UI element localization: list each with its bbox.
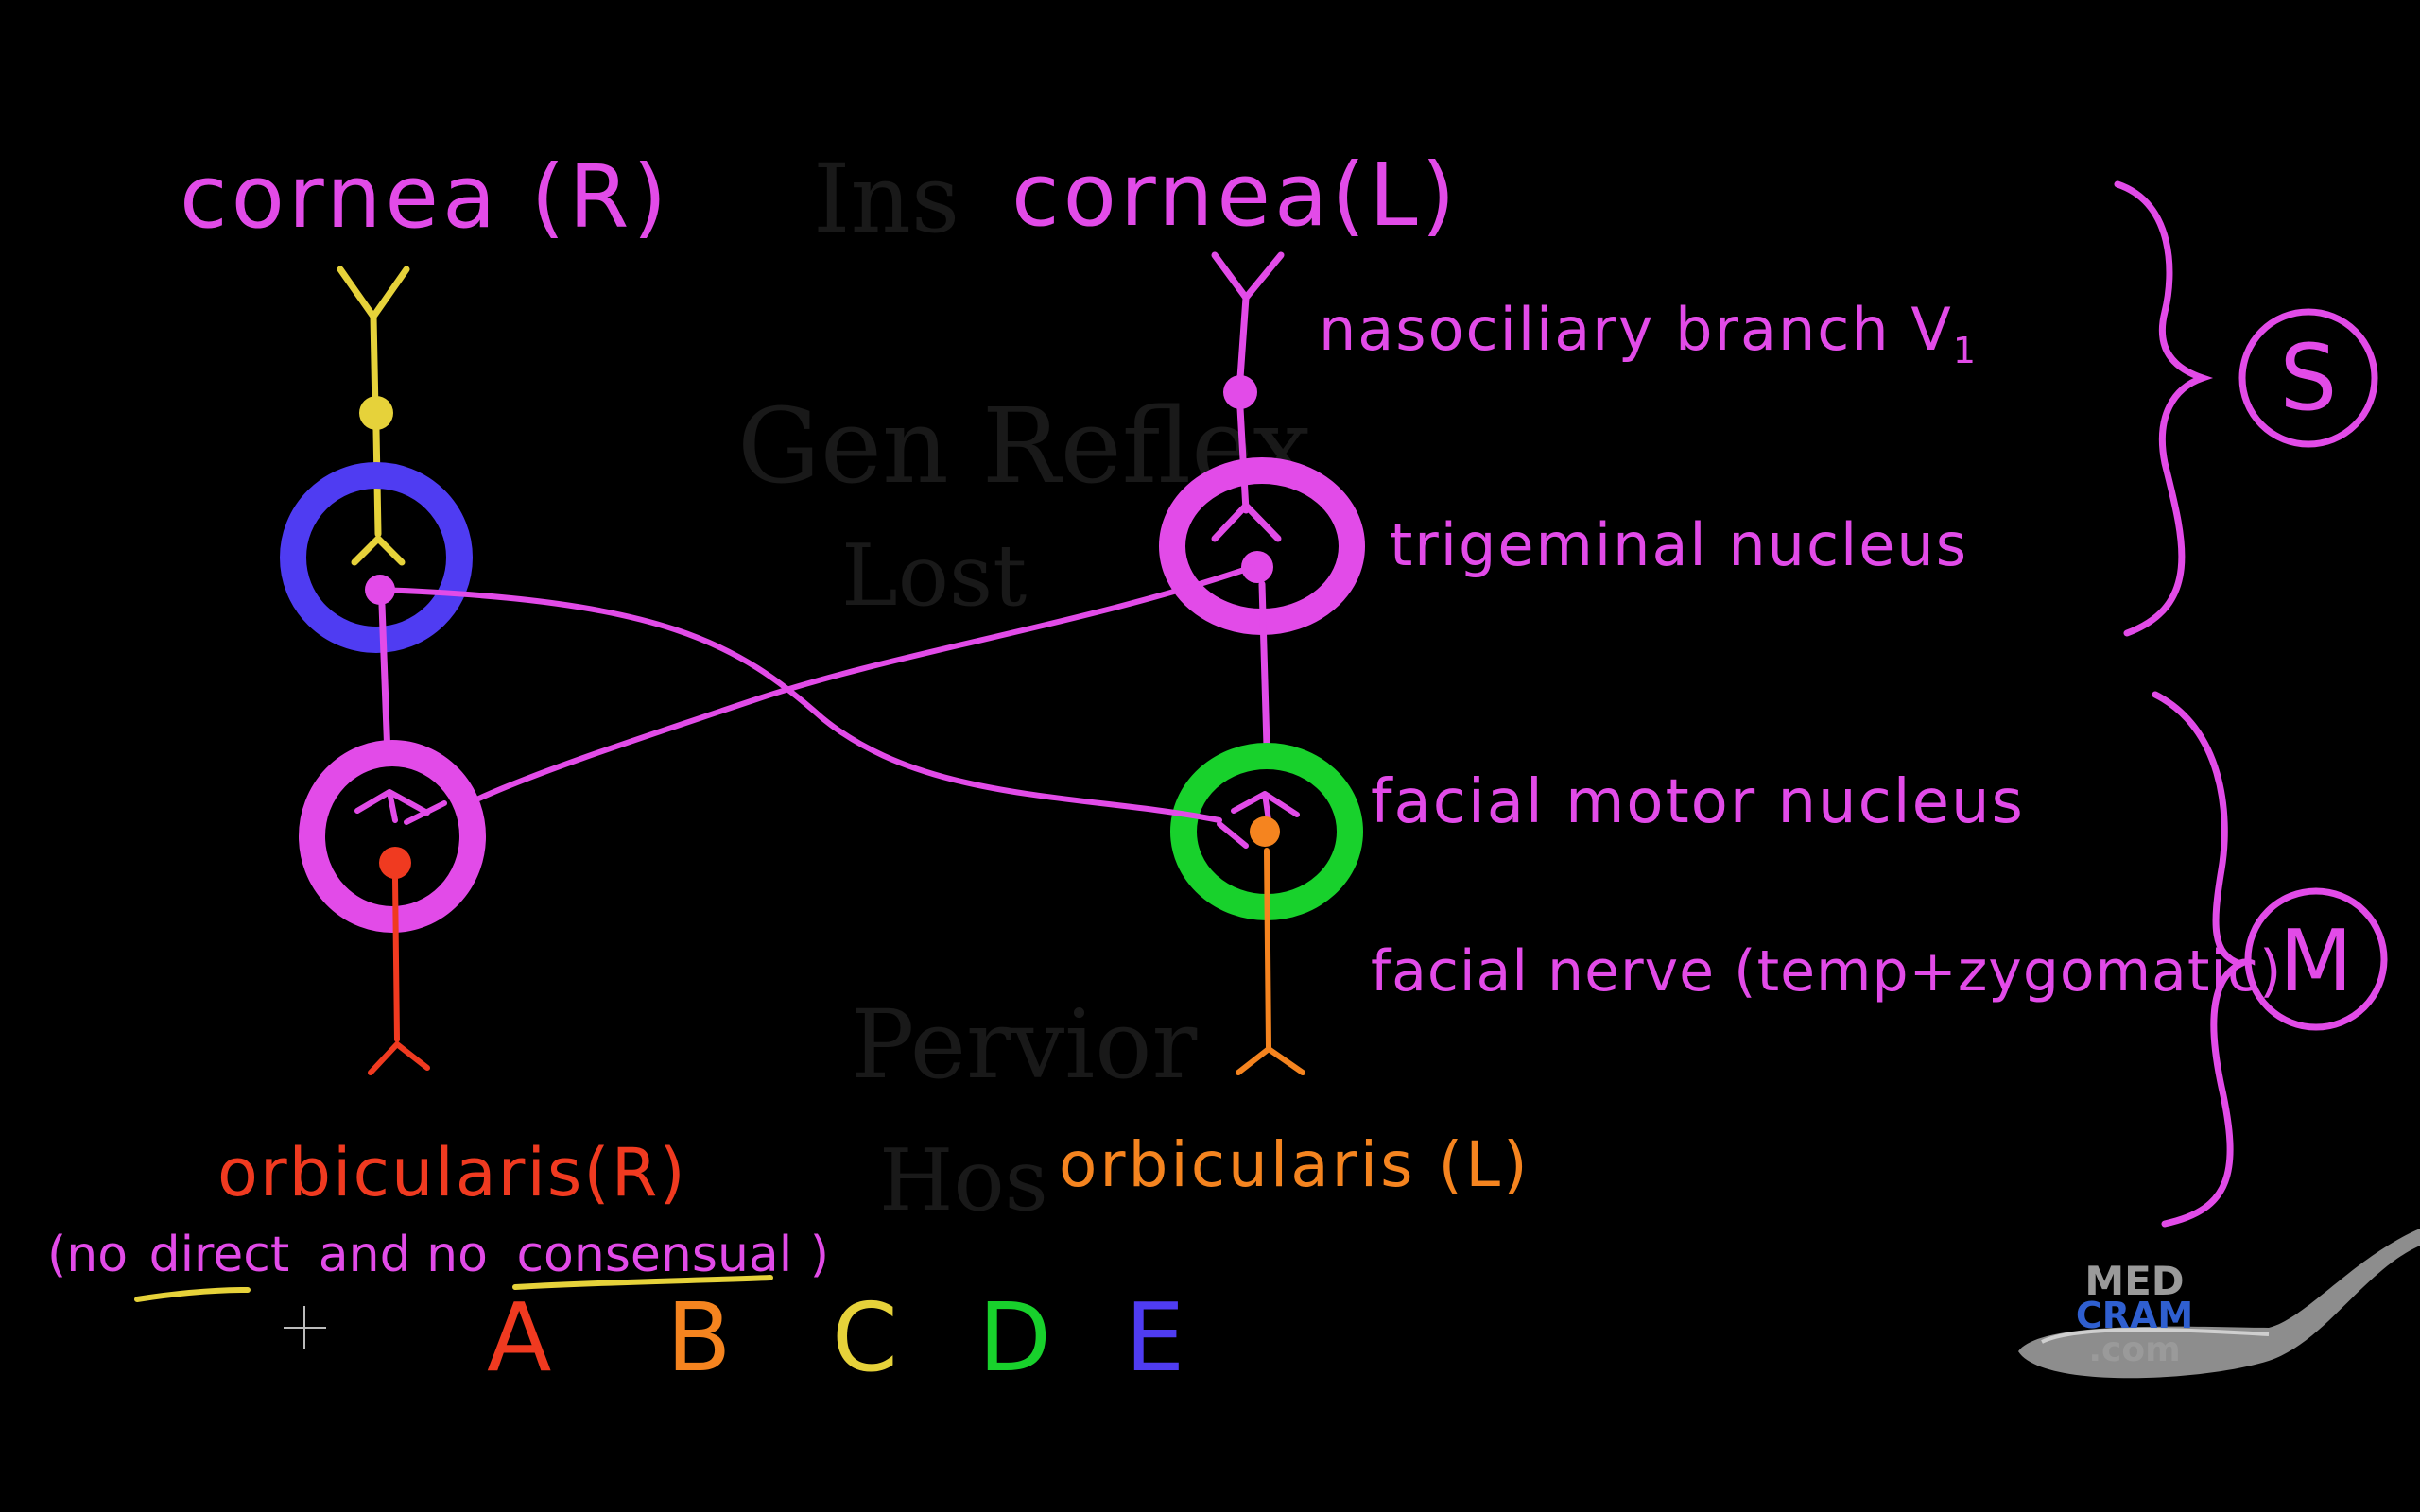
right-trigeminal-nucleus xyxy=(280,462,473,653)
right-facial-motor-cell xyxy=(379,847,411,879)
right-facial-nerve-fiber xyxy=(392,876,400,1042)
consensual-underline xyxy=(512,1275,773,1290)
sensory-bracket xyxy=(2114,180,2378,637)
orbicularis-right-label: orbicularis(R) xyxy=(217,1134,687,1211)
answer-options: A B C D E xyxy=(487,1282,1184,1393)
erased-background-writing: Ins Gen Reflex Lost Pervior Hos xyxy=(737,144,1311,1230)
spoon-icon xyxy=(2018,1228,2420,1379)
sensory-marker-circle xyxy=(2238,308,2378,448)
left-facial-synapse xyxy=(1217,791,1300,849)
right-orbicularis-endplate xyxy=(368,1041,430,1075)
right-interneuron-down xyxy=(378,601,391,760)
svg-text:Lost: Lost xyxy=(841,526,1027,626)
left-pathway xyxy=(1159,251,1365,1075)
orbicularis-left-label: orbicularis (L) xyxy=(1059,1128,1530,1201)
nasociliary-label: nasociliary branch V1 xyxy=(1319,295,1978,371)
svg-text:Pervior: Pervior xyxy=(851,989,1197,1100)
option-e: E xyxy=(1125,1282,1184,1393)
motor-brace-icon xyxy=(2152,691,2250,1228)
left-trigeminal-to-right-facial xyxy=(470,564,1255,804)
direct-underline xyxy=(134,1287,251,1302)
left-facial-motor-cell xyxy=(1250,816,1280,847)
logo-com: .com xyxy=(2088,1331,2180,1369)
option-a: A xyxy=(487,1282,551,1393)
left-ganglion-cell xyxy=(1223,375,1257,409)
reflex-result-note: (no direct and no consensual ) xyxy=(47,1227,829,1283)
motor-marker-label: M xyxy=(2279,912,2353,1011)
left-interneuron-down xyxy=(1258,580,1270,750)
right-ganglion-cell xyxy=(359,396,393,430)
medcram-logo: MED CRAM .com xyxy=(2018,1228,2420,1379)
right-trigeminal-to-left-facial xyxy=(377,587,1222,823)
sensory-brace-icon xyxy=(2114,180,2214,637)
svg-text:Hos: Hos xyxy=(879,1131,1048,1230)
facial-nerve-label: facial nerve (temp+zygomatic) xyxy=(1371,938,2282,1005)
left-facial-nerve-fiber xyxy=(1264,848,1271,1050)
cornea-left-label: cornea(L) xyxy=(1011,145,1459,246)
right-facial-synapse xyxy=(354,789,447,825)
note-underlines xyxy=(134,1275,773,1302)
right-facial-motor-nucleus xyxy=(299,740,486,933)
right-pathway xyxy=(280,266,486,1075)
sensory-marker-label: S xyxy=(2280,325,2338,431)
option-c: C xyxy=(832,1282,898,1393)
option-d: D xyxy=(978,1282,1051,1393)
cornea-right-label: cornea (R) xyxy=(180,146,670,248)
left-afferent-fiber xyxy=(1236,294,1250,382)
logo-med: MED xyxy=(2084,1258,2184,1304)
crosshair-cursor-icon xyxy=(284,1306,326,1349)
right-afferent-fiber xyxy=(370,313,379,415)
left-trigeminal-cell xyxy=(1241,551,1273,583)
left-orbicularis-endplate xyxy=(1236,1046,1305,1075)
motor-marker-circle xyxy=(2244,887,2388,1031)
option-b: B xyxy=(666,1282,732,1393)
labels: cornea (R) cornea(L) nasociliary branch … xyxy=(47,145,2282,1283)
facial-motor-nucleus-label: facial motor nucleus xyxy=(1371,767,2025,837)
svg-text:Ins: Ins xyxy=(813,144,959,254)
motor-bracket xyxy=(2152,691,2388,1228)
logo-cram: CRAM xyxy=(2076,1295,2193,1336)
crossing-fibers xyxy=(377,564,1255,823)
trigeminal-nucleus-label: trigeminal nucleus xyxy=(1390,510,1968,579)
